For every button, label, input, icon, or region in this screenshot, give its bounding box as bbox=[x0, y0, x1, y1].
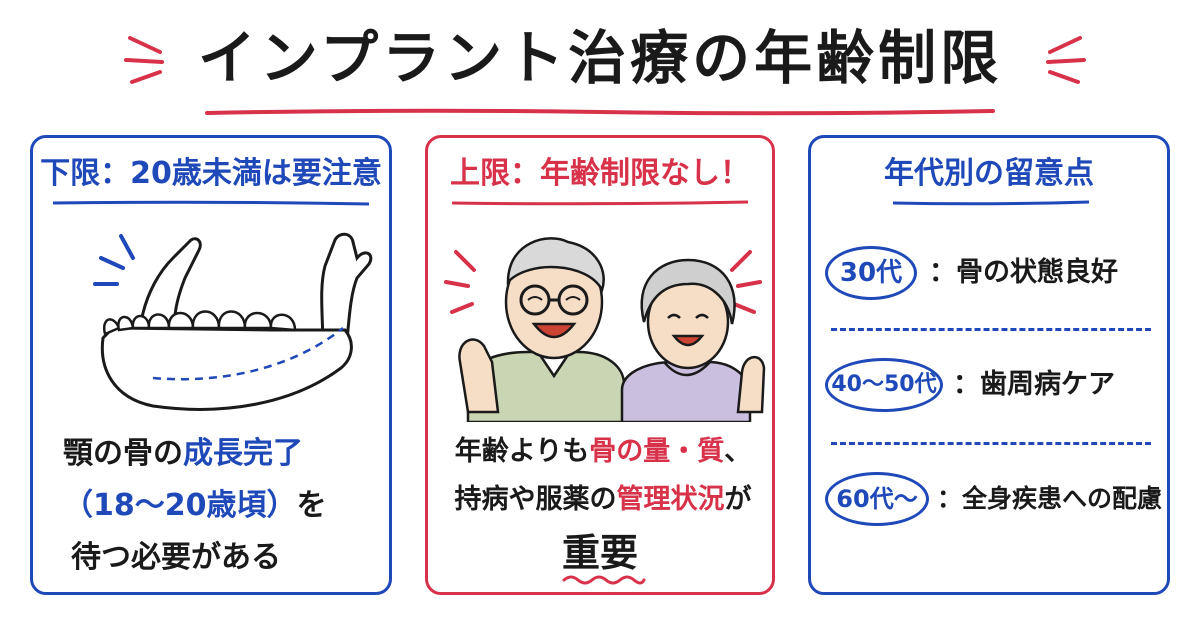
senior-couple-icon bbox=[444, 237, 766, 422]
upper-limit-heading: 上限：年齢制限なし！ bbox=[450, 156, 750, 191]
age-badge: 30代 bbox=[825, 246, 917, 300]
comma-text: 、 bbox=[724, 436, 752, 467]
age-row: 40～50代 ：歯周病ケア bbox=[825, 350, 1159, 420]
age-row: 60代～ ：全身疾患への配慮 bbox=[825, 464, 1163, 534]
need-to-wait-text: 待つ必要がある bbox=[71, 540, 281, 575]
age-row: 30代 ：骨の状態良好 bbox=[825, 238, 1159, 308]
age-note: ：骨の状態良好 bbox=[929, 257, 1118, 288]
left-spark-icon bbox=[124, 36, 164, 84]
row-divider bbox=[831, 442, 1151, 445]
important-text: 重要 bbox=[561, 531, 638, 575]
jaw-bone-text: 顎の骨の bbox=[63, 436, 183, 471]
page-title: インプラント治療の年齢制限 bbox=[197, 24, 1003, 92]
age-badge: 40～50代 bbox=[825, 358, 943, 412]
lower-limit-text: 顎の骨の成長完了 （18～20歳頃）を 待つ必要がある bbox=[63, 428, 383, 584]
particle-text: を bbox=[296, 488, 327, 523]
rather-than-age-text: 年齢よりも bbox=[454, 436, 590, 467]
lower-limit-panel: 下限：20歳未満は要注意 顎の骨の成長完了 （18～20 bbox=[30, 135, 392, 595]
title-underline bbox=[205, 108, 995, 116]
bone-quantity-quality-text: 骨の量・質 bbox=[589, 436, 725, 467]
management-status-text: 管理状況 bbox=[616, 484, 725, 515]
jawbone-icon bbox=[93, 232, 373, 411]
age-notes-panel: 年代別の留意点 30代 ：骨の状態良好 40～50代 ：歯周病ケア 60代～ ：… bbox=[808, 135, 1170, 595]
lower-limit-heading: 下限：20歳未満は要注意 bbox=[40, 156, 382, 191]
lower-limit-heading-underline bbox=[52, 200, 370, 206]
age-notes-heading: 年代別の留意点 bbox=[884, 156, 1094, 191]
particle-ga-text: が bbox=[724, 484, 752, 515]
age-note: ：歯周病ケア bbox=[953, 369, 1115, 400]
age-notes-heading-underline bbox=[892, 200, 1090, 206]
title-area: インプラント治療の年齢制限 bbox=[0, 18, 1200, 118]
upper-limit-panel: 上限：年齢制限なし！ 年齢よりも骨の量・質、 bbox=[425, 135, 775, 595]
age-badge: 60代～ bbox=[825, 472, 929, 526]
upper-limit-text: 年齢よりも骨の量・質、 持病や服薬の管理状況が bbox=[442, 428, 764, 524]
right-spark-icon bbox=[1046, 36, 1086, 84]
growth-complete-text: 成長完了 bbox=[183, 436, 303, 471]
age-note: ：全身疾患への配慮 bbox=[937, 484, 1163, 513]
row-divider bbox=[831, 328, 1151, 331]
age-range-text: （18～20歳頃） bbox=[63, 488, 297, 523]
important-squiggle bbox=[562, 575, 646, 585]
upper-limit-heading-underline bbox=[451, 200, 749, 206]
chronic-disease-text: 持病や服薬の bbox=[454, 484, 617, 515]
